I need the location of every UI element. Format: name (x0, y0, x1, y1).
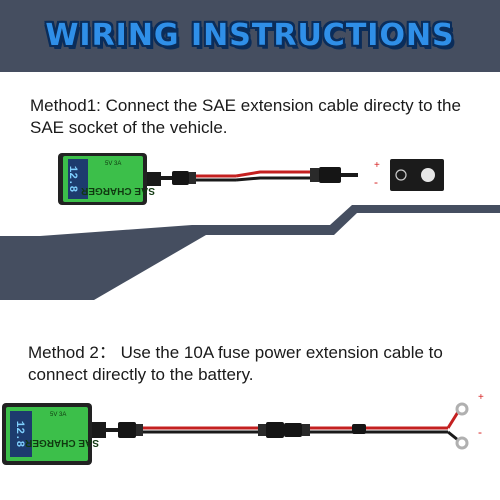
fuse-extension-cable (106, 402, 469, 450)
charger-tag: 5V 3A (105, 161, 121, 167)
polarity-minus-2: - (478, 425, 482, 439)
method2-instruction: Method 2： Use the 10A fuse power extensi… (28, 343, 443, 384)
vehicle-sae-socket (390, 159, 444, 191)
method1-instruction: Method1: Connect the SAE extension cable… (30, 96, 461, 137)
charger-device-1: 12.8 SAE CHARGER 5V 3A (58, 153, 161, 205)
charger-display-2: 12.8 (13, 421, 25, 448)
polarity-plus-1: + (374, 160, 380, 171)
charger-device-2: 12.8 SAE CHARGER 5V 3A (2, 403, 106, 465)
polarity-plus-2: + (478, 392, 484, 403)
charger-display: 12.8 (66, 166, 78, 193)
charger-tag-2: 5V 3A (50, 412, 66, 418)
charger-label: SAE CHARGER (80, 185, 155, 196)
sae-extension-cable (161, 167, 358, 185)
page-title: WIRING INSTRUCTIONS (45, 18, 455, 53)
polarity-minus-1: - (374, 175, 378, 189)
charger-label-2: SAE CHARGER (24, 437, 99, 448)
